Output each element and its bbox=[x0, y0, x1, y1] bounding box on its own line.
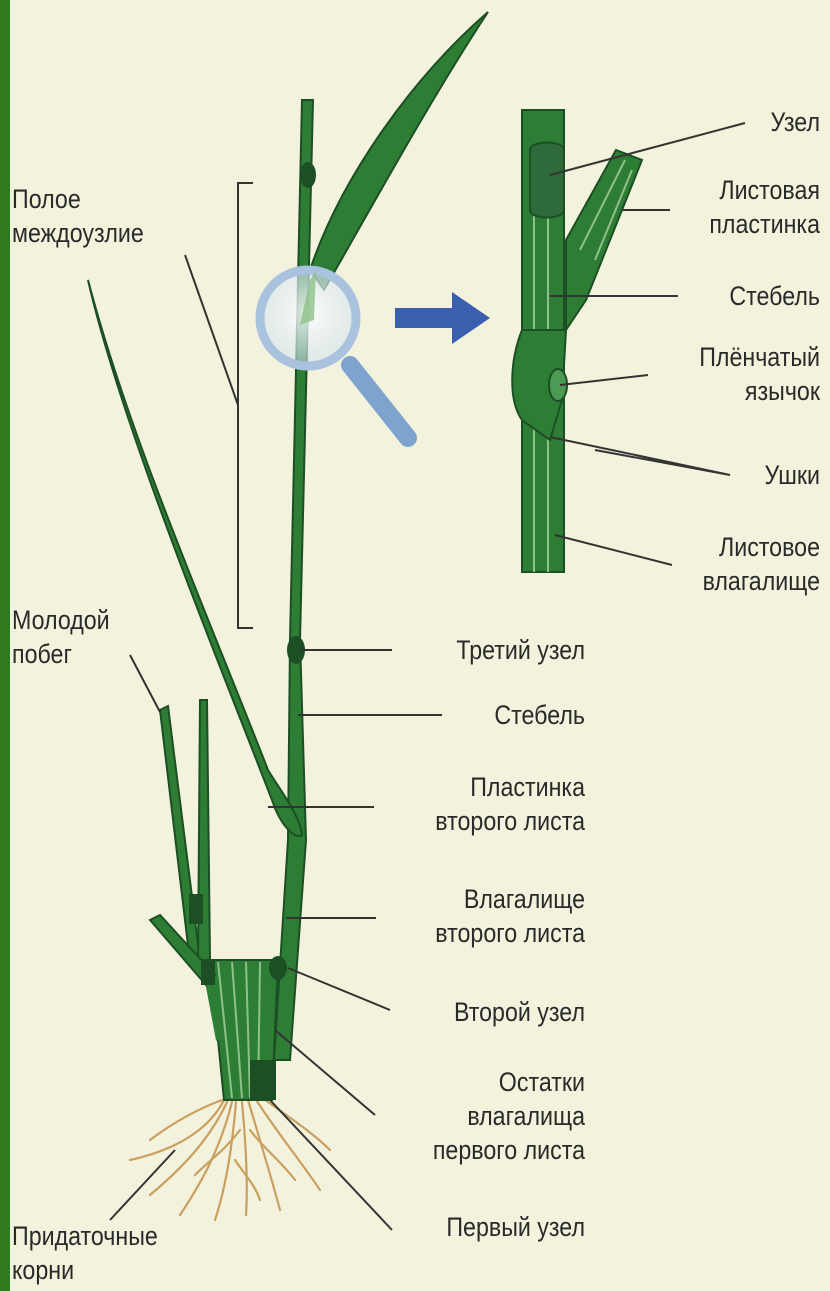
adventitious-roots-graphic bbox=[130, 1096, 330, 1220]
base-sheaths-graphic bbox=[206, 960, 278, 1100]
zoom-arrow-graphic bbox=[395, 292, 490, 344]
second-leaf-blade-graphic bbox=[88, 280, 302, 836]
flag-leaf-graphic bbox=[310, 12, 488, 290]
label-stem: Стебель bbox=[370, 698, 585, 732]
diagram-canvas: Узел Листовая пластинка Стебель Плёнчаты… bbox=[10, 0, 830, 1291]
label-leaf-blade: Листовая пластинка bbox=[605, 173, 820, 241]
label-leaf-sheath: Листовое влагалище bbox=[605, 530, 820, 598]
label-second-node: Второй узел bbox=[370, 995, 585, 1029]
label-first-leaf-sheath-remains: Остатки влагалища первого листа bbox=[370, 1065, 585, 1167]
internode-bracket bbox=[238, 183, 253, 628]
label-young-shoot: Молодой побег bbox=[12, 603, 184, 671]
magnifier-graphic bbox=[260, 270, 408, 438]
young-shoot-graphic bbox=[150, 700, 215, 985]
label-hollow-internode: Полое междоузлие bbox=[12, 182, 227, 250]
main-stem-graphic bbox=[269, 100, 316, 1060]
label-first-node: Первый узел bbox=[370, 1210, 585, 1244]
label-second-leaf-blade: Пластинка второго листа bbox=[370, 770, 585, 838]
label-stem-detail: Стебель bbox=[639, 279, 820, 313]
label-auricles: Ушки bbox=[639, 458, 820, 492]
label-third-node: Третий узел bbox=[370, 633, 585, 667]
label-node: Узел bbox=[639, 105, 820, 139]
label-ligule: Плёнчатый язычок bbox=[605, 340, 820, 408]
label-second-leaf-sheath: Влагалище второго листа bbox=[370, 882, 585, 950]
label-adventitious-roots: Придаточные корни bbox=[12, 1219, 236, 1287]
